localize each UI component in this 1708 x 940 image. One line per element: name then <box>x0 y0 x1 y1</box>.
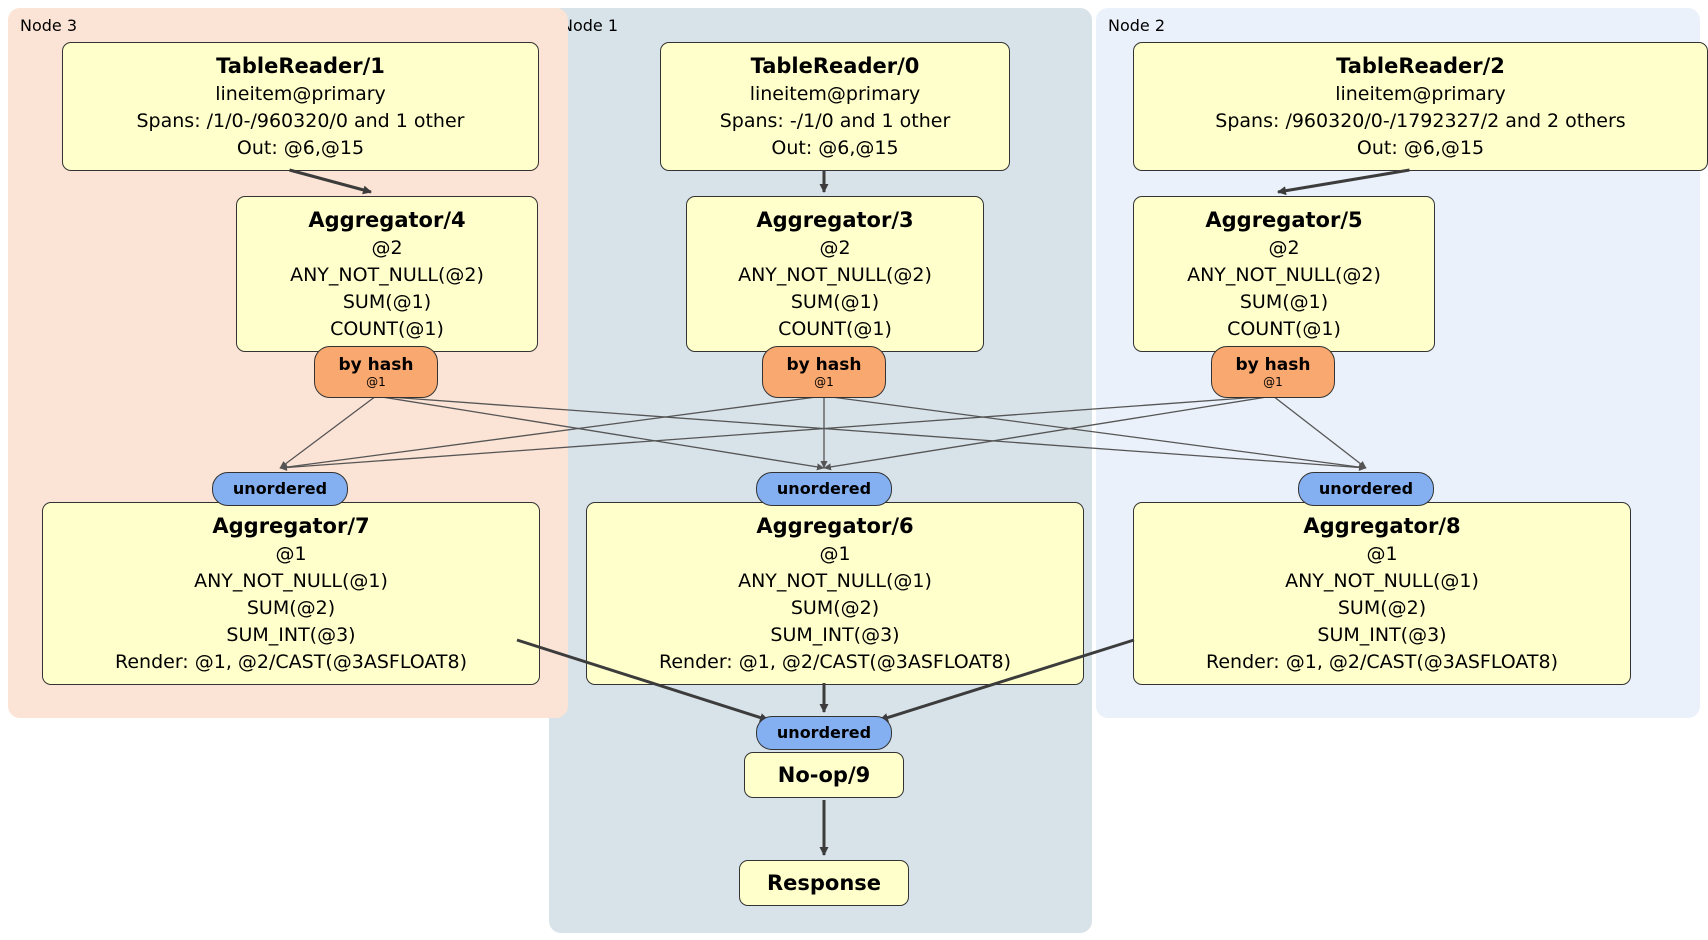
aggregator-top-box-node2: Aggregator/5 @2 ANY_NOT_NULL(@2) SUM(@1)… <box>1133 196 1435 352</box>
router-label: by hash <box>786 355 862 375</box>
response-box: Response <box>739 860 909 906</box>
stream-label: unordered <box>776 479 872 498</box>
stream-label: unordered <box>776 723 872 742</box>
box-title: TableReader/1 <box>216 54 385 78</box>
unordered-stream-pill-final: unordered <box>756 716 892 750</box>
box-line: SUM(@1) <box>790 291 880 313</box>
box-line: Spans: -/1/0 and 1 other <box>719 110 951 132</box>
unordered-stream-pill-node2: unordered <box>1298 472 1434 506</box>
box-line: COUNT(@1) <box>330 318 444 340</box>
box-line: Spans: /1/0-/960320/0 and 1 other <box>136 110 465 132</box>
box-line: @1 <box>819 543 851 565</box>
node-2-label: Node 2 <box>1108 16 1166 35</box>
box-line: lineitem@primary <box>1335 83 1506 105</box>
box-line: @1 <box>275 543 307 565</box>
box-line: SUM_INT(@3) <box>1317 624 1447 646</box>
box-line: lineitem@primary <box>749 83 921 105</box>
box-title: Aggregator/6 <box>756 514 914 538</box>
hash-router-pill-node1: by hash @1 <box>762 346 886 398</box>
router-detail: @1 <box>814 375 834 389</box>
box-line: ANY_NOT_NULL(@1) <box>1285 570 1479 592</box>
box-line: @2 <box>1268 237 1300 259</box>
box-line: Render: @1, @2/CAST(@3ASFLOAT8) <box>115 651 467 673</box>
box-line: ANY_NOT_NULL(@2) <box>1187 264 1381 286</box>
unordered-stream-pill-node1: unordered <box>756 472 892 506</box>
box-title: TableReader/0 <box>750 54 920 78</box>
box-line: ANY_NOT_NULL(@1) <box>738 570 932 592</box>
box-line: @1 <box>1366 543 1398 565</box>
aggregator-top-box-node1: Aggregator/3 @2 ANY_NOT_NULL(@2) SUM(@1)… <box>686 196 984 352</box>
box-line: lineitem@primary <box>215 83 386 105</box>
router-label: by hash <box>338 355 414 375</box>
aggregator-bottom-box-node1: Aggregator/6 @1 ANY_NOT_NULL(@1) SUM(@2)… <box>586 502 1084 685</box>
table-reader-box-node1: TableReader/0 lineitem@primary Spans: -/… <box>660 42 1010 171</box>
box-title: Aggregator/4 <box>308 208 466 232</box>
box-line: SUM(@2) <box>246 597 336 619</box>
box-line: COUNT(@1) <box>778 318 892 340</box>
box-line: SUM(@2) <box>1337 597 1427 619</box>
node-1-label: Node 1 <box>561 16 619 35</box>
table-reader-box-node2: TableReader/2 lineitem@primary Spans: /9… <box>1133 42 1708 171</box>
box-line: Out: @6,@15 <box>1356 137 1485 159</box>
noop-box: No-op/9 <box>744 752 904 798</box>
box-line: SUM_INT(@3) <box>770 624 900 646</box>
aggregator-bottom-box-node3: Aggregator/7 @1 ANY_NOT_NULL(@1) SUM(@2)… <box>42 502 540 685</box>
box-line: Spans: /960320/0-/1792327/2 and 2 others <box>1215 110 1626 132</box>
router-label: by hash <box>1235 355 1311 375</box>
hash-router-pill-node3: by hash @1 <box>314 346 438 398</box>
box-line: ANY_NOT_NULL(@1) <box>194 570 388 592</box>
box-title: TableReader/2 <box>1336 54 1505 78</box>
box-line: SUM(@1) <box>342 291 432 313</box>
box-line: ANY_NOT_NULL(@2) <box>290 264 484 286</box>
unordered-stream-pill-node3: unordered <box>212 472 348 506</box>
box-line: SUM(@1) <box>1239 291 1329 313</box>
box-line: @2 <box>371 237 403 259</box>
node-3-label: Node 3 <box>20 16 78 35</box>
box-line: SUM(@2) <box>790 597 880 619</box>
router-detail: @1 <box>1263 375 1283 389</box>
table-reader-box-node3: TableReader/1 lineitem@primary Spans: /1… <box>62 42 539 171</box>
box-line: Out: @6,@15 <box>771 137 899 159</box>
box-title: Aggregator/3 <box>756 208 914 232</box>
box-line: @2 <box>819 237 851 259</box>
box-title: Aggregator/7 <box>212 514 370 538</box>
box-line: Render: @1, @2/CAST(@3ASFLOAT8) <box>659 651 1011 673</box>
stream-label: unordered <box>232 479 328 498</box>
stream-label: unordered <box>1318 479 1414 498</box>
aggregator-top-box-node3: Aggregator/4 @2 ANY_NOT_NULL(@2) SUM(@1)… <box>236 196 538 352</box>
box-line: Render: @1, @2/CAST(@3ASFLOAT8) <box>1206 651 1558 673</box>
box-line: COUNT(@1) <box>1227 318 1341 340</box>
box-line: Out: @6,@15 <box>236 137 365 159</box>
router-detail: @1 <box>366 375 386 389</box>
hash-router-pill-node2: by hash @1 <box>1211 346 1335 398</box>
aggregator-bottom-box-node2: Aggregator/8 @1 ANY_NOT_NULL(@1) SUM(@2)… <box>1133 502 1631 685</box>
box-title: Aggregator/5 <box>1205 208 1363 232</box>
box-title: Aggregator/8 <box>1303 514 1461 538</box>
box-line: SUM_INT(@3) <box>226 624 356 646</box>
box-line: ANY_NOT_NULL(@2) <box>738 264 932 286</box>
